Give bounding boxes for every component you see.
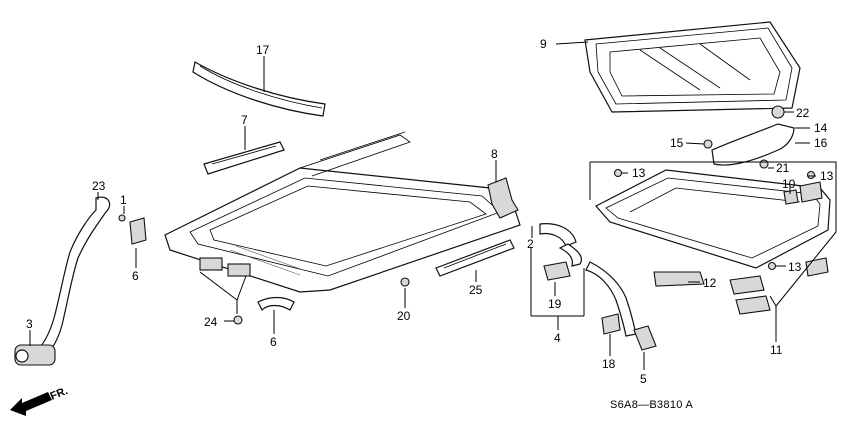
callout-15: 15 (670, 136, 684, 150)
glass-panel (584, 21, 801, 113)
weatherstrip (192, 61, 326, 117)
callout-1: 1 (120, 193, 127, 207)
direction-label: FR. (49, 385, 70, 403)
callout-numbers: 17 7 9 22 14 15 16 8 13 21 13 10 23 1 2 … (26, 37, 834, 386)
callout-10: 10 (782, 177, 796, 191)
callout-2: 2 (527, 237, 534, 251)
callout-22: 22 (796, 106, 810, 120)
callout-4: 4 (554, 331, 561, 345)
callout-19: 19 (548, 297, 562, 311)
callout-5: 5 (640, 372, 647, 386)
side-brackets (129, 217, 515, 312)
callout-9: 9 (540, 37, 547, 51)
callout-18: 18 (602, 357, 616, 371)
callout-14: 14 (814, 121, 828, 135)
callout-3: 3 (26, 317, 33, 331)
callout-7: 7 (241, 113, 248, 127)
front-direction-arrow: FR. (10, 385, 70, 416)
callout-23: 23 (92, 179, 106, 193)
leader-lines (29, 41, 837, 370)
callout-21: 21 (776, 161, 790, 175)
callout-17: 17 (256, 43, 270, 57)
callout-11: 11 (770, 343, 783, 357)
callout-8: 8 (491, 147, 498, 161)
callout-13c: 13 (788, 260, 802, 274)
drain-tube-left (14, 196, 111, 366)
callout-12: 12 (703, 276, 717, 290)
sunshade-assembly (595, 169, 831, 315)
callout-24: 24 (204, 315, 218, 329)
deflector-strip (203, 141, 285, 175)
callout-13a: 13 (632, 166, 646, 180)
callout-6b: 6 (270, 335, 277, 349)
sunroof-frame (164, 131, 521, 293)
callout-25: 25 (469, 283, 483, 297)
diagram-part-code: S6A8—B3810 A (610, 399, 693, 411)
callout-6a: 6 (132, 269, 139, 283)
callout-16: 16 (814, 136, 828, 150)
callout-20: 20 (397, 309, 411, 323)
callout-13b: 13 (820, 169, 834, 183)
drain-tube-right (539, 223, 657, 351)
handle-bracket (118, 105, 816, 325)
